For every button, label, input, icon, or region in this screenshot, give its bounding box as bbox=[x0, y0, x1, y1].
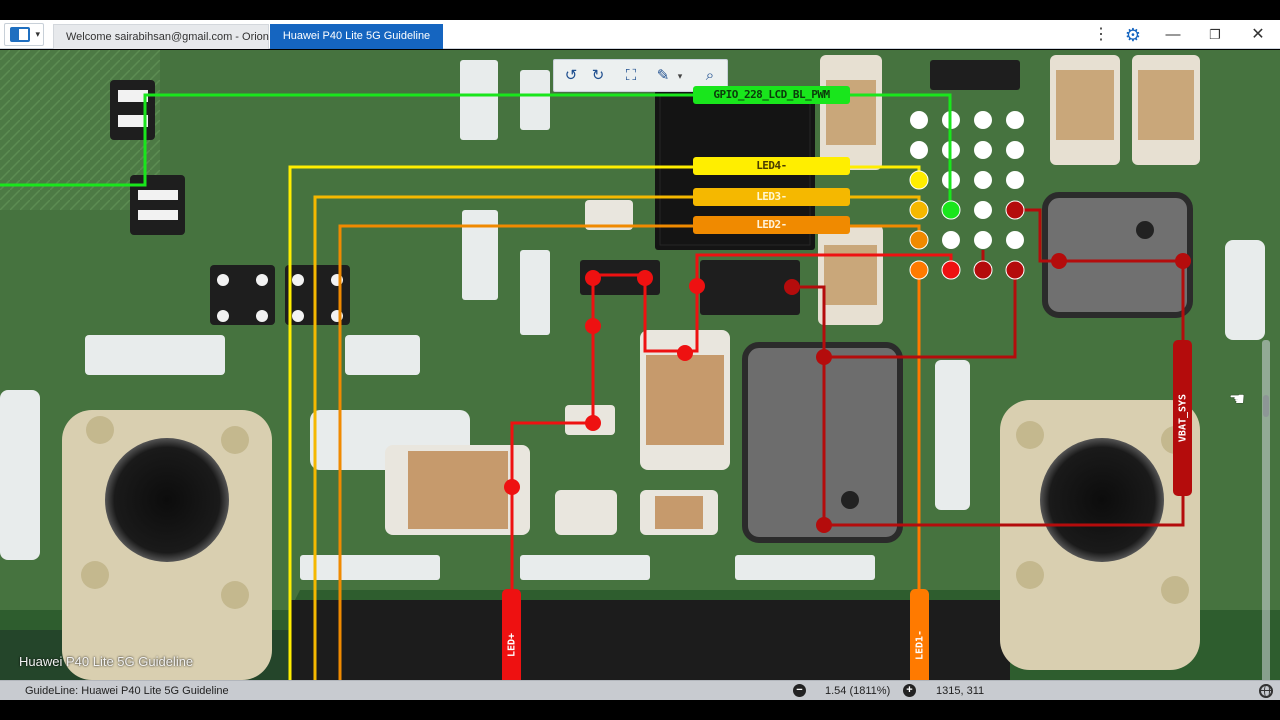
letterbox-top bbox=[0, 0, 1280, 20]
rotate-right-icon[interactable]: ↻ bbox=[591, 67, 605, 84]
net-label-led2[interactable]: LED2- bbox=[693, 216, 850, 234]
status-bar: GuideLine: Huawei P40 Lite 5G Guideline … bbox=[0, 680, 1280, 700]
pcb-board-image bbox=[0, 50, 1280, 680]
status-guideline: GuideLine: Huawei P40 Lite 5G Guideline bbox=[25, 685, 229, 697]
pen-icon[interactable]: ✎ bbox=[656, 67, 670, 84]
close-icon[interactable]: ✕ bbox=[1251, 26, 1265, 43]
tab-guideline[interactable]: Huawei P40 Lite 5G Guideline bbox=[270, 24, 443, 49]
sidebar-layout-icon bbox=[10, 27, 30, 42]
app-menu-button[interactable]: ▾ bbox=[4, 23, 44, 46]
letterbox-bottom bbox=[0, 700, 1280, 720]
zoom-in-icon[interactable]: + bbox=[903, 684, 916, 697]
scrollbar-thumb[interactable] bbox=[1263, 395, 1269, 417]
globe-icon[interactable] bbox=[1259, 684, 1273, 698]
search-icon[interactable]: ⌕ bbox=[705, 67, 715, 84]
title-bar: ▾ Welcome sairabihsan@gmail.com - Orion … bbox=[0, 20, 1280, 49]
restore-icon[interactable]: ❐ bbox=[1209, 27, 1221, 42]
net-label-led-plus[interactable]: LED+ bbox=[502, 589, 521, 700]
tab-welcome[interactable]: Welcome sairabihsan@gmail.com - Orion bbox=[53, 24, 269, 49]
chevron-down-icon[interactable]: ▾ bbox=[677, 71, 683, 81]
rotate-left-icon[interactable]: ↺ bbox=[564, 67, 578, 84]
net-label-led1[interactable]: LED1- bbox=[910, 589, 929, 700]
gear-icon[interactable]: ⚙ bbox=[1124, 25, 1142, 45]
board-viewport[interactable]: ☚ bbox=[0, 50, 1280, 680]
net-label-led4[interactable]: LED4- bbox=[693, 157, 850, 175]
net-label-vbat-sys[interactable]: VBAT_SYS bbox=[1173, 340, 1192, 496]
vertical-scrollbar[interactable] bbox=[1262, 340, 1270, 680]
net-label-gpio[interactable]: GPIO_228_LCD_BL_PWM bbox=[693, 86, 850, 104]
zoom-level: 1.54 (1811%) bbox=[825, 685, 891, 697]
chevron-down-icon: ▾ bbox=[35, 29, 40, 39]
fit-screen-icon[interactable]: ⛶ bbox=[625, 67, 637, 84]
net-label-led3[interactable]: LED3- bbox=[693, 188, 850, 206]
zoom-out-icon[interactable]: − bbox=[793, 684, 806, 697]
minimize-icon[interactable]: — bbox=[1165, 26, 1181, 43]
more-options-icon[interactable]: ⋮ bbox=[1093, 26, 1109, 43]
hand-cursor-icon: ☚ bbox=[1229, 389, 1246, 409]
cursor-coordinates: 1315, 311 bbox=[936, 685, 985, 697]
board-caption: Huawei P40 Lite 5G Guideline bbox=[19, 654, 194, 669]
